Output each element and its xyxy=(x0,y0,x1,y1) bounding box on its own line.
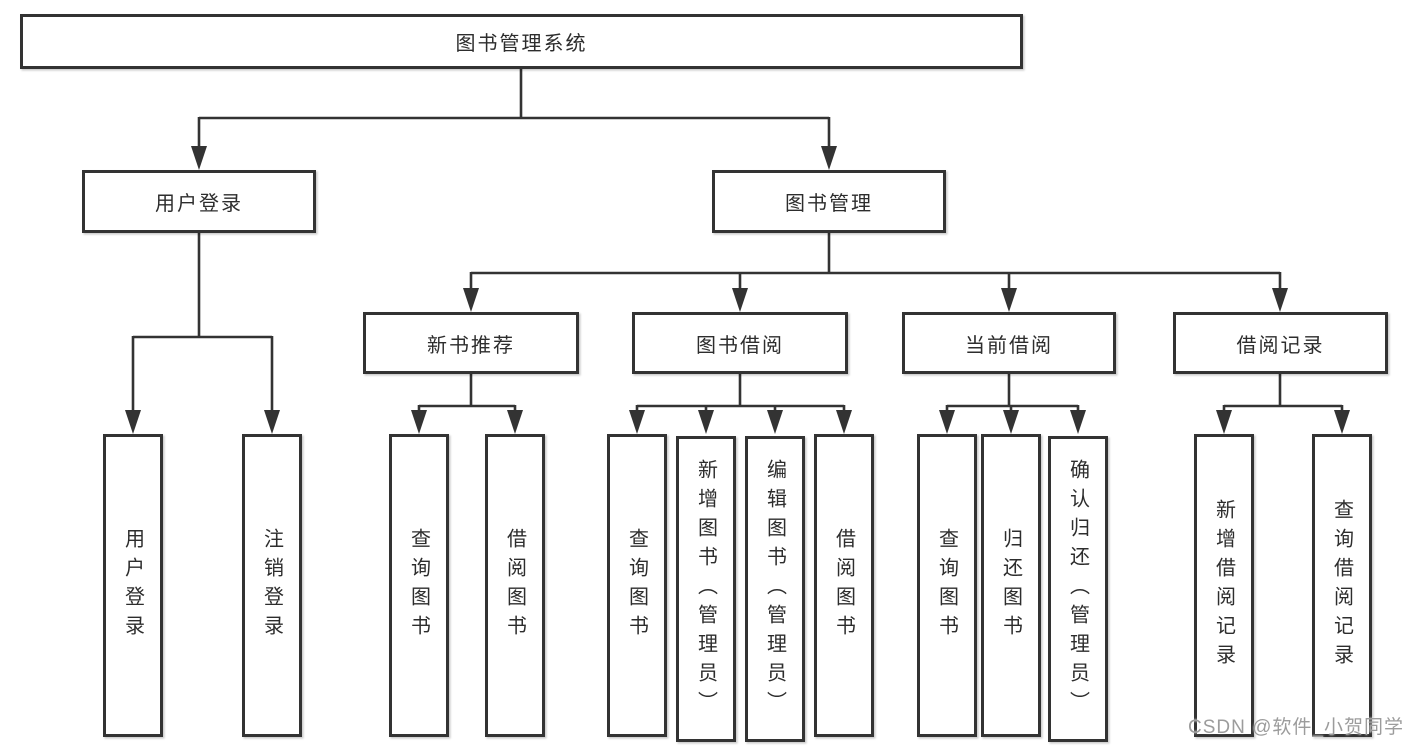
leaf-bb-add-books-admin: 新增图书（管理员） xyxy=(676,436,736,742)
leaf-logout: 注销登录 xyxy=(242,434,302,737)
leaf-bb-query-books: 查询图书 xyxy=(607,434,667,737)
node-book-borrowing: 图书借阅 xyxy=(632,312,848,374)
leaf-cb-return-books: 归还图书 xyxy=(981,434,1041,737)
node-borrowing-records-label: 借阅记录 xyxy=(1236,334,1325,357)
leaf-cb-confirm-return-admin-label: 确认归还（管理员） xyxy=(1066,458,1089,720)
leaf-user-login: 用户登录 xyxy=(103,434,163,737)
node-user-login: 用户登录 xyxy=(82,170,316,233)
csdn-watermark: CSDN @软件_小贺同学 xyxy=(1188,717,1404,738)
leaf-cb-query-books-label: 查询图书 xyxy=(935,527,958,644)
leaf-nb-borrow-books-label: 借阅图书 xyxy=(503,527,526,644)
node-book-management: 图书管理 xyxy=(712,170,946,233)
node-current-borrowing: 当前借阅 xyxy=(902,312,1116,374)
node-root-label: 图书管理系统 xyxy=(455,33,588,55)
node-new-book-recommend: 新书推荐 xyxy=(363,312,579,374)
node-new-book-recommend-label: 新书推荐 xyxy=(427,334,515,357)
leaf-nb-query-books: 查询图书 xyxy=(389,434,449,737)
leaf-bb-edit-books-admin: 编辑图书（管理员） xyxy=(745,436,805,742)
leaf-br-add-record: 新增借阅记录 xyxy=(1194,434,1254,737)
leaf-bb-edit-books-admin-label: 编辑图书（管理员） xyxy=(763,458,786,720)
leaf-user-login-label: 用户登录 xyxy=(121,527,144,644)
leaf-bb-borrow-books: 借阅图书 xyxy=(814,434,874,737)
leaf-nb-borrow-books: 借阅图书 xyxy=(485,434,545,737)
leaf-bb-borrow-books-label: 借阅图书 xyxy=(832,527,855,644)
node-book-management-label: 图书管理 xyxy=(785,193,873,215)
node-borrowing-records: 借阅记录 xyxy=(1173,312,1388,374)
leaf-br-add-record-label: 新增借阅记录 xyxy=(1212,498,1235,673)
node-current-borrowing-label: 当前借阅 xyxy=(965,334,1053,357)
leaf-bb-add-books-admin-label: 新增图书（管理员） xyxy=(694,458,717,720)
leaf-br-query-record-label: 查询借阅记录 xyxy=(1330,498,1353,673)
leaf-br-query-record: 查询借阅记录 xyxy=(1312,434,1372,737)
node-user-login-label: 用户登录 xyxy=(155,193,243,215)
leaf-cb-return-books-label: 归还图书 xyxy=(999,527,1022,644)
leaf-cb-query-books: 查询图书 xyxy=(917,434,977,737)
leaf-cb-confirm-return-admin: 确认归还（管理员） xyxy=(1048,436,1108,742)
leaf-bb-query-books-label: 查询图书 xyxy=(625,527,648,644)
leaf-nb-query-books-label: 查询图书 xyxy=(407,527,430,644)
node-root: 图书管理系统 xyxy=(20,14,1023,69)
node-book-borrowing-label: 图书借阅 xyxy=(696,334,784,357)
leaf-logout-label: 注销登录 xyxy=(260,527,283,644)
